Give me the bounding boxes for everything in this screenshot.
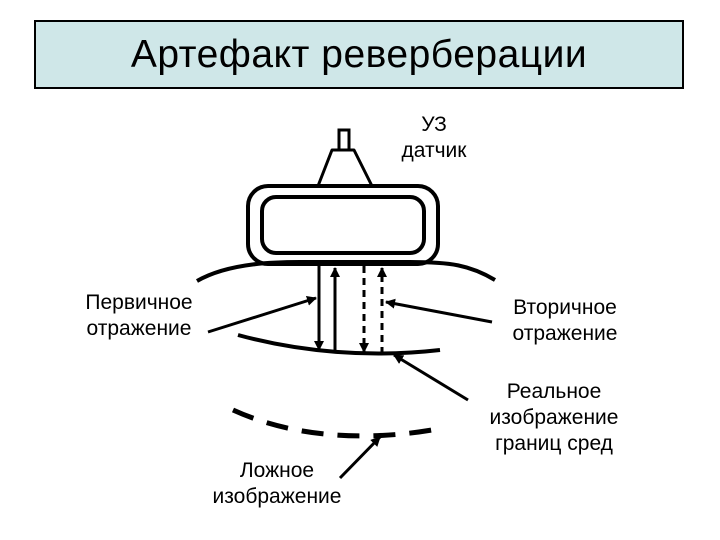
skin-surface-line: [196, 260, 497, 283]
secondary-reflection-label: Вторичное отражение: [492, 295, 638, 347]
secondary-reflection-label-line-2: отражение: [512, 322, 618, 345]
false-image-label: Ложное изображение: [192, 458, 362, 510]
probe-neck: [316, 148, 374, 188]
primary-reflection-label-line-2: отражение: [86, 317, 192, 340]
false-image-label-line-1: Ложное: [239, 459, 315, 482]
pointer-real-image: [393, 353, 469, 402]
pointer-primary-reflection: [207, 295, 317, 334]
real-image-label-line-3: границ сред: [495, 432, 613, 455]
probe-label: УЗ датчик: [386, 112, 482, 164]
probe-connector: [337, 128, 351, 152]
secondary-reflection-label-line-1: Вторичное: [513, 296, 617, 319]
real-image-label-line-1: Реальное: [506, 380, 602, 403]
probe-label-line-2: датчик: [401, 139, 467, 162]
ultrasound-probe: [246, 128, 440, 266]
real-image-label: Реальное изображение границ сред: [470, 379, 638, 457]
primary-reflection-label-line-1: Первичное: [85, 291, 193, 314]
probe-label-line-1: УЗ: [421, 113, 447, 136]
false-boundary-dashed-line: [231, 407, 433, 439]
page-title: Артефакт реверберации: [130, 32, 588, 76]
false-image-label-line-2: изображение: [212, 485, 342, 508]
real-boundary-line: [237, 333, 441, 356]
real-image-label-line-2: изображение: [489, 406, 619, 429]
probe-body-inner: [260, 195, 426, 255]
title-banner: Артефакт реверберации: [34, 20, 684, 89]
pointer-false-image: [338, 435, 382, 480]
pointer-secondary-reflection: [385, 298, 493, 324]
primary-reflection-label: Первичное отражение: [64, 290, 214, 342]
